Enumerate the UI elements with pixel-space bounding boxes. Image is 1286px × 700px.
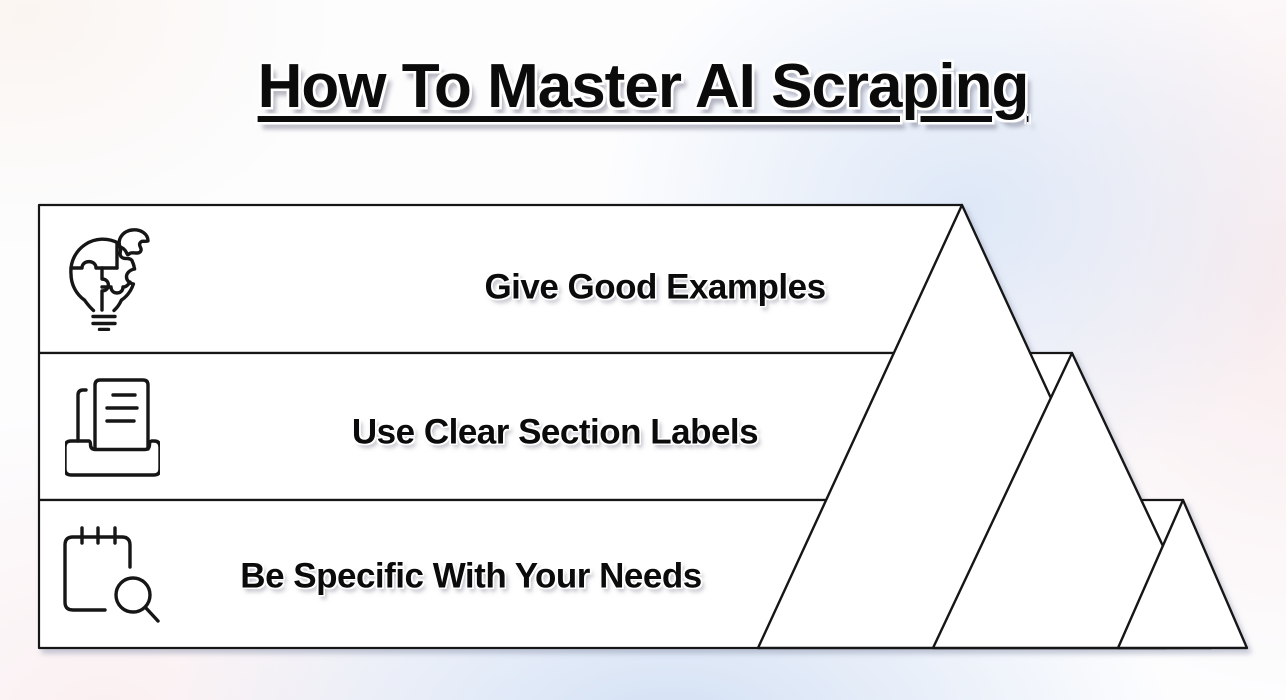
- small-triangle: [1116, 498, 1249, 650]
- medium-triangle: [931, 351, 1213, 650]
- notepad-magnifier-icon: [63, 526, 160, 623]
- row-label: Be Specific With Your Needs: [240, 556, 702, 596]
- document-tray-icon: [65, 378, 160, 477]
- row-band-1: [37, 203, 964, 355]
- row-label: Give Good Examples: [484, 267, 826, 307]
- puzzle-lightbulb-icon: [69, 228, 150, 331]
- row-label: Use Clear Section Labels: [351, 412, 759, 452]
- page-title: How To Master AI Scraping: [257, 52, 1030, 121]
